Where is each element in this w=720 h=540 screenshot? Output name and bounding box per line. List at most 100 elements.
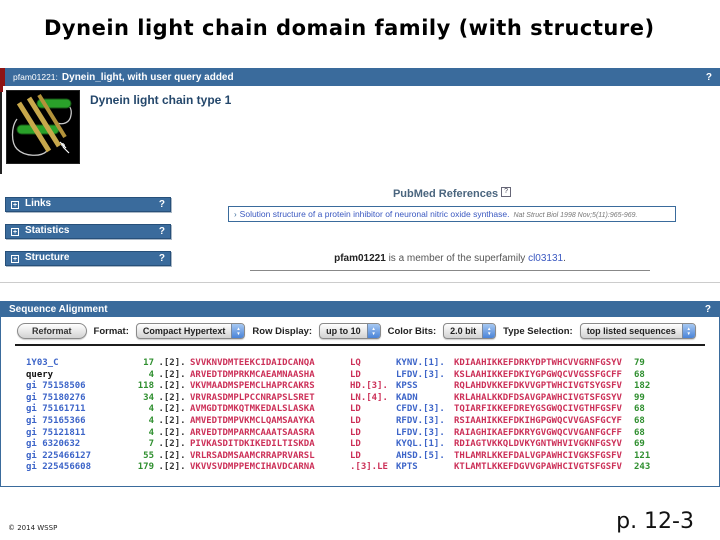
gap-annotation: .[2].	[158, 439, 186, 450]
help-icon[interactable]: ?	[501, 187, 512, 197]
start-position: 4	[148, 427, 154, 438]
alignment-section-title: Sequence Alignment	[9, 304, 108, 315]
expand-icon: +	[11, 200, 19, 209]
sequence-link[interactable]: gi 75165366	[26, 415, 86, 426]
sequence-link[interactable]: gi 75158506	[26, 381, 86, 392]
alignment-row: gi 75180276 34 .[2]. VRVRASDMPLPCCNRAPSL…	[26, 393, 719, 405]
wand-cursor-icon	[59, 141, 70, 154]
row-display-dropdown[interactable]: up to 10 ▲▼	[319, 323, 381, 339]
structure-thumbnail[interactable]	[6, 90, 80, 164]
sidebar-item-label: Structure	[25, 252, 70, 263]
gap-annotation: .[2].	[158, 369, 186, 380]
type-selection-label: Type Selection:	[503, 325, 573, 337]
cdd-browser-screenshot: pfam01221: Dynein_light, with user query…	[0, 68, 720, 487]
format-dropdown[interactable]: Compact Hypertext ▲▼	[135, 323, 246, 339]
help-icon[interactable]: ?	[158, 253, 165, 264]
sequence-block: ARVEDTDMPARMCAAATSAASRA	[190, 427, 315, 438]
help-icon[interactable]: ?	[158, 226, 165, 237]
sequence-block: LD	[350, 439, 361, 450]
sequence-link[interactable]: query	[26, 369, 54, 380]
pubmed-heading-label: PubMed References	[392, 188, 499, 200]
sequence-block: VRVRASDMPLPCCNRAPSLSRET	[190, 392, 315, 403]
page-number: p. 12-3	[616, 509, 694, 534]
page-title: Dynein light chain domain family (with s…	[44, 16, 655, 40]
sequence-link[interactable]: 1Y03_C	[26, 358, 59, 368]
stepper-icon: ▲▼	[482, 324, 496, 338]
end-position: 68	[634, 427, 645, 438]
sequence-block: .[3].LE	[350, 462, 388, 473]
help-icon[interactable]: ?	[158, 199, 165, 210]
end-position: 243	[634, 462, 651, 473]
start-position: 34	[143, 392, 154, 403]
stepper-icon: ▲▼	[231, 324, 245, 338]
gap-annotation: .[2].	[158, 427, 186, 438]
help-icon[interactable]: ?	[705, 71, 712, 83]
sequence-block: LQ	[350, 358, 361, 368]
alignment-row: gi 225466127 55 .[2]. VRLRSADMSAAMCRRAPR…	[26, 451, 719, 463]
sequence-block: KYQL.[1].	[396, 439, 445, 450]
end-position: 68	[634, 404, 645, 415]
alignment-row: gi 6320632 7 .[2]. PIVKASDITDKIKEDILTISK…	[26, 439, 719, 451]
sequence-link[interactable]: gi 225456608	[26, 462, 92, 473]
format-value: Compact Hypertext	[142, 326, 226, 336]
alignment-toolbar: Reformat Format: Compact Hypertext ▲▼ Ro…	[1, 317, 719, 344]
sequence-block: KADN	[396, 392, 418, 403]
sequence-block: KDIAAHIKKEFDRKYDPTWHCVVGRNFGSYV	[454, 358, 622, 368]
expand-icon: +	[11, 227, 19, 236]
window-edge	[0, 86, 3, 174]
gap-annotation: .[2].	[158, 462, 186, 473]
superfamily-period: .	[563, 253, 566, 264]
sequence-block: VKVMAADMSPEMCLHAPRCAKRS	[190, 381, 315, 392]
reformat-button[interactable]: Reformat	[17, 323, 87, 339]
sequence-block: LFDV.[3].	[396, 427, 445, 438]
alignment-row: gi 75161711 4 .[2]. AVMGDTDMKQTMKEDALSLA…	[26, 404, 719, 416]
sidebar-item-statistics[interactable]: + Statistics ?	[5, 224, 171, 239]
sidebar-item-links[interactable]: + Links ?	[5, 197, 171, 212]
sequence-block: KPSS	[396, 381, 418, 392]
reference-bullet-icon: ›	[234, 210, 237, 219]
gap-annotation: .[2].	[158, 415, 186, 426]
sidebar-item-label: Statistics	[25, 225, 70, 236]
end-position: 68	[634, 369, 645, 380]
sequence-alignment-section: Sequence Alignment ? Reformat Format: Co…	[0, 301, 720, 487]
accession-label: pfam01221:	[13, 72, 58, 82]
superfamily-accession: pfam01221	[334, 253, 386, 264]
alignment-row: gi 225456608 179 .[2]. VKVVSVDMPPEMCIHAV…	[26, 462, 719, 474]
sidebar-item-structure[interactable]: + Structure ?	[5, 251, 171, 266]
superfamily-text: is a member of the superfamily	[385, 253, 529, 264]
sequence-block: KYNV.[1].	[396, 358, 445, 368]
expand-icon: +	[11, 254, 19, 263]
sequence-link[interactable]: gi 6320632	[26, 439, 81, 450]
sequence-link[interactable]: gi 75161711	[26, 404, 86, 415]
cdd-title-bar: pfam01221: Dynein_light, with user query…	[0, 68, 720, 86]
sequence-block: RAIAGHIKAEFDKRYGVGWQCVVGANFGCFF	[454, 427, 622, 438]
sequence-block: RQLAHDVKKEFDKVVGPTWHCIVGTSYGSFV	[454, 381, 622, 392]
sequence-block: PIVKASDITDKIKEDILTISKDA	[190, 439, 315, 450]
color-bits-dropdown[interactable]: 2.0 bit ▲▼	[443, 323, 497, 339]
start-position: 4	[148, 415, 154, 426]
sequence-block: RSIAAHIKKEFDKIHGPGWQCVVGASFGCYF	[454, 415, 622, 426]
row-display-label: Row Display:	[252, 325, 313, 337]
type-selection-dropdown[interactable]: top listed sequences ▲▼	[579, 323, 696, 339]
reference-link[interactable]: Solution structure of a protein inhibito…	[239, 209, 510, 219]
start-position: 55	[143, 450, 154, 461]
alignment-rows: 1Y03_C 17 .[2]. SVVKNVDMTEEKCIDAIDCANQA …	[1, 346, 719, 474]
sequence-link[interactable]: gi 75180276	[26, 392, 86, 403]
domain-heading: Dynein light chain type 1	[90, 93, 232, 107]
sequence-block: AMVEDTDMPVKMCLQAMSAAYKA	[190, 415, 315, 426]
end-position: 68	[634, 415, 645, 426]
sequence-link[interactable]: gi 75121811	[26, 427, 86, 438]
alignment-row: 1Y03_C 17 .[2]. SVVKNVDMTEEKCIDAIDCANQA …	[26, 358, 719, 370]
protein-structure-image	[7, 91, 79, 163]
gap-annotation: .[2].	[158, 404, 186, 415]
sequence-block: TQIARFIKKEFDREYGSGWQCIVGTHFGSFV	[454, 404, 622, 415]
sequence-block: HD.[3].	[350, 381, 388, 392]
help-icon[interactable]: ?	[704, 304, 711, 315]
gap-annotation: .[2].	[158, 392, 186, 403]
start-position: 17	[143, 358, 154, 368]
sequence-block: THLAMRLKKEFDALVGPAWHCIVGKSFGSFV	[454, 450, 622, 461]
divider	[15, 344, 705, 346]
sequence-block: CFDV.[3].	[396, 404, 445, 415]
sequence-link[interactable]: gi 225466127	[26, 450, 92, 461]
superfamily-link[interactable]: cl03131	[528, 253, 564, 264]
